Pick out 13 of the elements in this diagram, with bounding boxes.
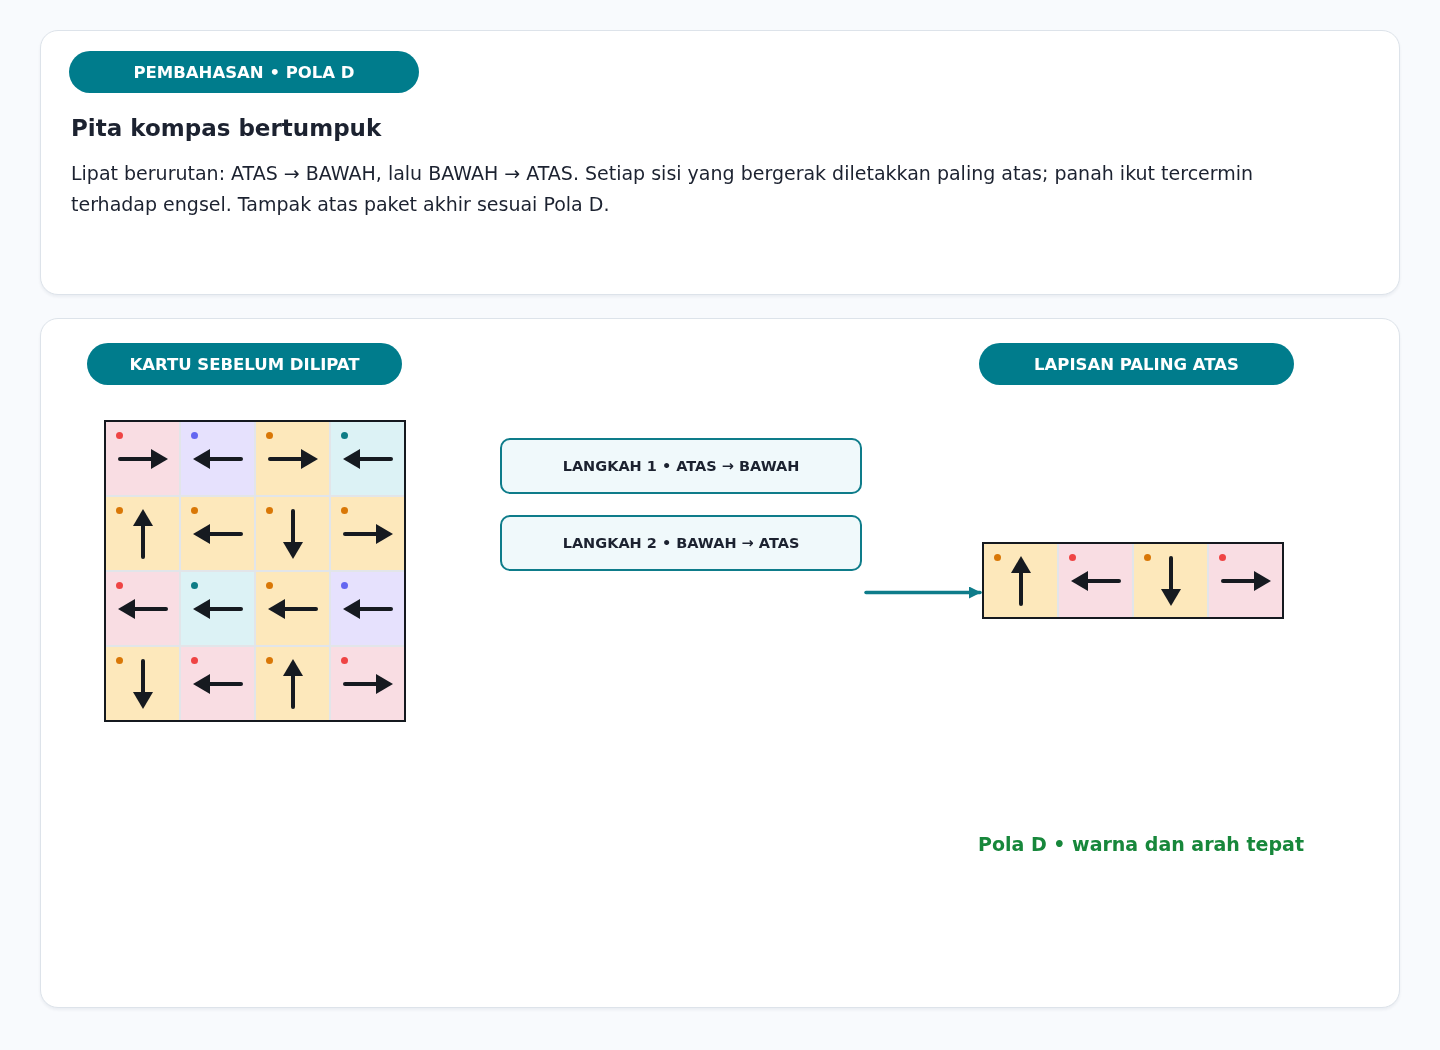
arrow [864, 586, 982, 599]
step-box: LANGKAH 2 • BAWAH → ATAS [500, 515, 862, 571]
step-box: LANGKAH 1 • ATAS → BAWAH [500, 438, 862, 494]
card-heading: Pita kompas bertumpuk [71, 115, 382, 141]
result-note: Pola D • warna dan arah tepat [978, 833, 1304, 855]
section-badge: LAPISAN PALING ATAS [979, 343, 1294, 385]
description-text: Lipat berurutan: ATAS → BAWAH, lalu BAWAH → ATAS. Setiap sisi yang bergerak diletakkan paling atas; panah ikut tercermin terhadap engsel. Tampak atas paket akhir sesuai Pola D. [71, 161, 1255, 217]
arrow-grid [104, 420, 406, 722]
section-badge: KARTU SEBELUM DILIPAT [87, 343, 402, 385]
section-badge: PEMBAHASAN • POLA D [69, 51, 419, 93]
panel-card [40, 318, 1400, 1008]
panel-card [40, 30, 1400, 295]
result-strip [982, 542, 1284, 619]
